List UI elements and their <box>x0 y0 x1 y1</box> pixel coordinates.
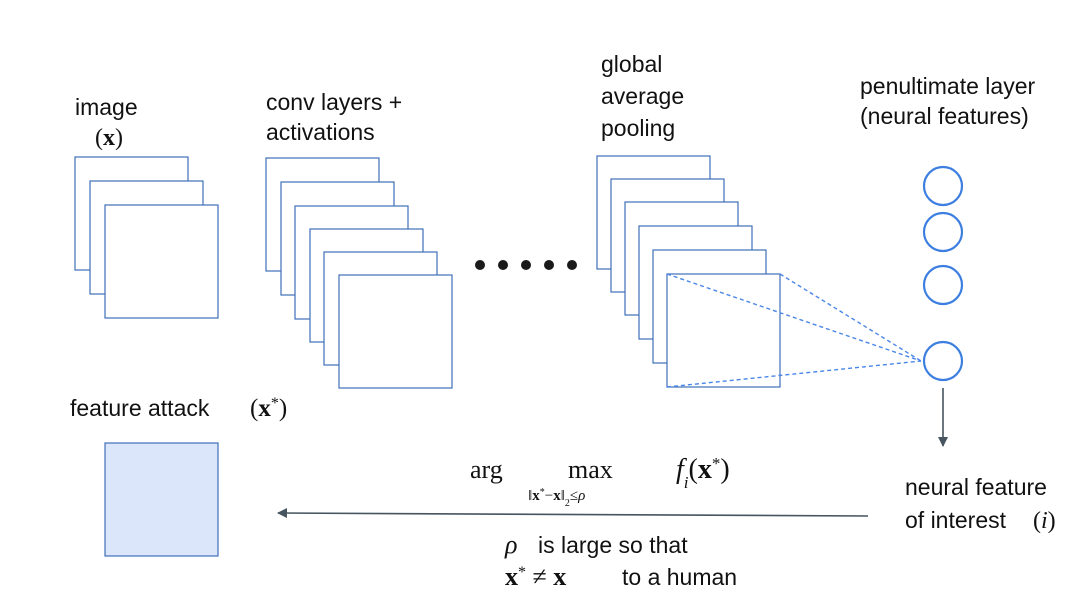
feature-label-line2: of interest <box>905 507 1007 533</box>
image-stack <box>74 156 219 319</box>
image-math: (x) <box>95 125 123 151</box>
projection-lines <box>666 273 922 388</box>
note-line2: to a human <box>622 564 737 590</box>
objective-constraint: ‖x*−x‖2≤ρ <box>528 487 585 509</box>
conv-label-line2: activations <box>266 119 375 145</box>
neuron <box>922 165 964 207</box>
penultimate-neurons <box>922 165 964 382</box>
projection-line <box>666 360 922 388</box>
note-math: x* ≠ x <box>505 562 566 591</box>
objective-function: fi(x*) <box>676 454 730 492</box>
ellipsis-dot <box>521 260 531 270</box>
feature-label-line1: neural feature <box>905 474 1047 500</box>
note-rho: ρ <box>504 530 517 559</box>
objective-arg: arg <box>470 455 503 484</box>
note-line1: is large so that <box>538 532 688 558</box>
image-label: image <box>75 94 138 120</box>
penultimate-label-line1: penultimate layer <box>860 73 1035 99</box>
feature-math: (i) <box>1033 508 1056 534</box>
ellipsis-dot <box>567 260 577 270</box>
ellipsis-dots <box>475 260 577 270</box>
attack-math: (x*) <box>250 395 287 423</box>
left-arrow <box>277 508 869 519</box>
objective-formula: arg max ‖x*−x‖2≤ρ fi(x*) <box>470 454 730 509</box>
attack-label: feature attack <box>70 395 210 421</box>
neuron-of-interest <box>922 340 964 382</box>
ellipsis-dot <box>475 260 485 270</box>
pooling-label-line3: pooling <box>601 115 675 141</box>
objective-max: max <box>568 455 613 484</box>
image-sheet <box>104 204 219 319</box>
ellipsis-dot <box>498 260 508 270</box>
conv-layers-stack <box>265 157 453 389</box>
conv-sheet <box>338 274 453 389</box>
penultimate-label-line2: (neural features) <box>860 103 1029 129</box>
pooling-sheet <box>666 273 781 388</box>
ellipsis-dot <box>544 260 554 270</box>
conv-label-line1: conv layers + <box>266 89 402 115</box>
feature-attack-image <box>104 442 219 557</box>
pooling-stack <box>596 155 781 388</box>
projection-line <box>779 273 922 362</box>
projection-line <box>666 273 922 362</box>
neuron <box>922 264 964 306</box>
pooling-label-line2: average <box>601 83 684 109</box>
pooling-label-line1: global <box>601 51 662 77</box>
neuron <box>922 211 964 253</box>
